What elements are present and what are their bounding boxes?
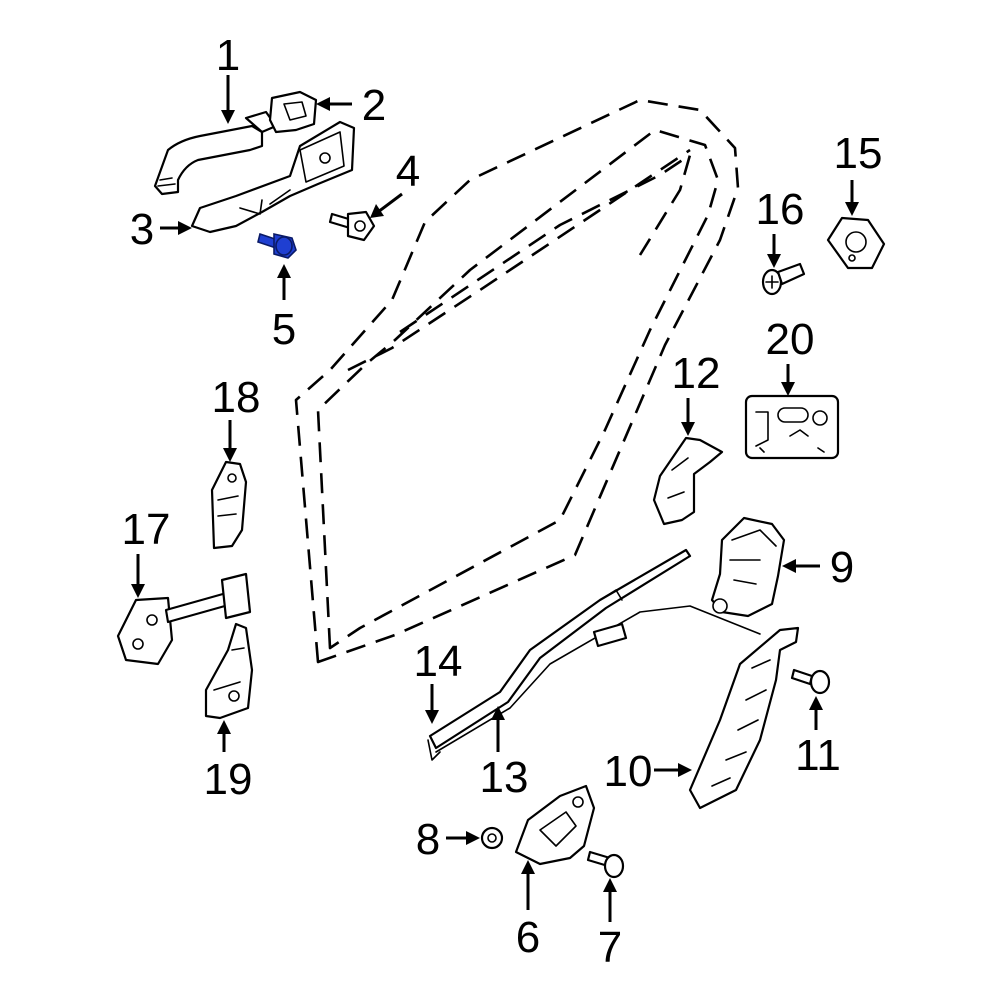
part-6-handle-housing bbox=[514, 784, 596, 866]
door-outline bbox=[294, 98, 740, 664]
part-14-cable bbox=[427, 605, 761, 761]
part-13-rod bbox=[428, 548, 692, 750]
part-16-screw bbox=[761, 262, 806, 296]
callout-9: 9 bbox=[830, 543, 854, 592]
part-11-screw bbox=[790, 668, 831, 695]
part-17-door-check bbox=[116, 572, 252, 666]
callout-labels: 1 2 3 4 5 6 7 8 9 10 11 12 13 14 15 16 1… bbox=[122, 31, 883, 972]
callout-17: 17 bbox=[122, 505, 171, 554]
part-12-bracket bbox=[652, 436, 724, 526]
callout-3: 3 bbox=[130, 205, 154, 254]
callout-5: 5 bbox=[272, 305, 296, 354]
callout-15: 15 bbox=[834, 129, 883, 178]
part-15-striker bbox=[826, 216, 886, 270]
part-20-lock-cover bbox=[744, 394, 840, 460]
part-18-upper-hinge bbox=[210, 460, 248, 550]
callout-14: 14 bbox=[414, 637, 463, 686]
callout-7: 7 bbox=[598, 923, 622, 972]
callout-20: 20 bbox=[766, 315, 815, 364]
part-4-bolt bbox=[328, 210, 376, 242]
callout-arrows bbox=[131, 75, 859, 922]
callout-13: 13 bbox=[480, 753, 529, 802]
part-9-door-latch bbox=[710, 516, 786, 618]
callout-11: 11 bbox=[795, 731, 841, 780]
callout-6: 6 bbox=[516, 913, 540, 962]
callout-4: 4 bbox=[396, 147, 420, 196]
part-19-lower-hinge bbox=[204, 622, 254, 720]
part-8-nut bbox=[480, 826, 504, 850]
part-10-inside-handle-bezel bbox=[688, 626, 800, 810]
callout-18: 18 bbox=[212, 373, 261, 422]
callout-16: 16 bbox=[756, 185, 805, 234]
callout-19: 19 bbox=[204, 755, 253, 804]
part-5-screw bbox=[257, 232, 297, 259]
part-3-handle-bracket bbox=[190, 120, 356, 234]
part-7-screw bbox=[586, 850, 625, 879]
part-1-outside-handle bbox=[153, 110, 278, 196]
part-2-handle-cap bbox=[268, 90, 318, 134]
callout-8: 8 bbox=[416, 815, 440, 864]
callout-2: 2 bbox=[362, 81, 386, 130]
callout-10: 10 bbox=[604, 747, 653, 796]
callout-12: 12 bbox=[672, 349, 721, 398]
callout-1: 1 bbox=[216, 31, 240, 80]
